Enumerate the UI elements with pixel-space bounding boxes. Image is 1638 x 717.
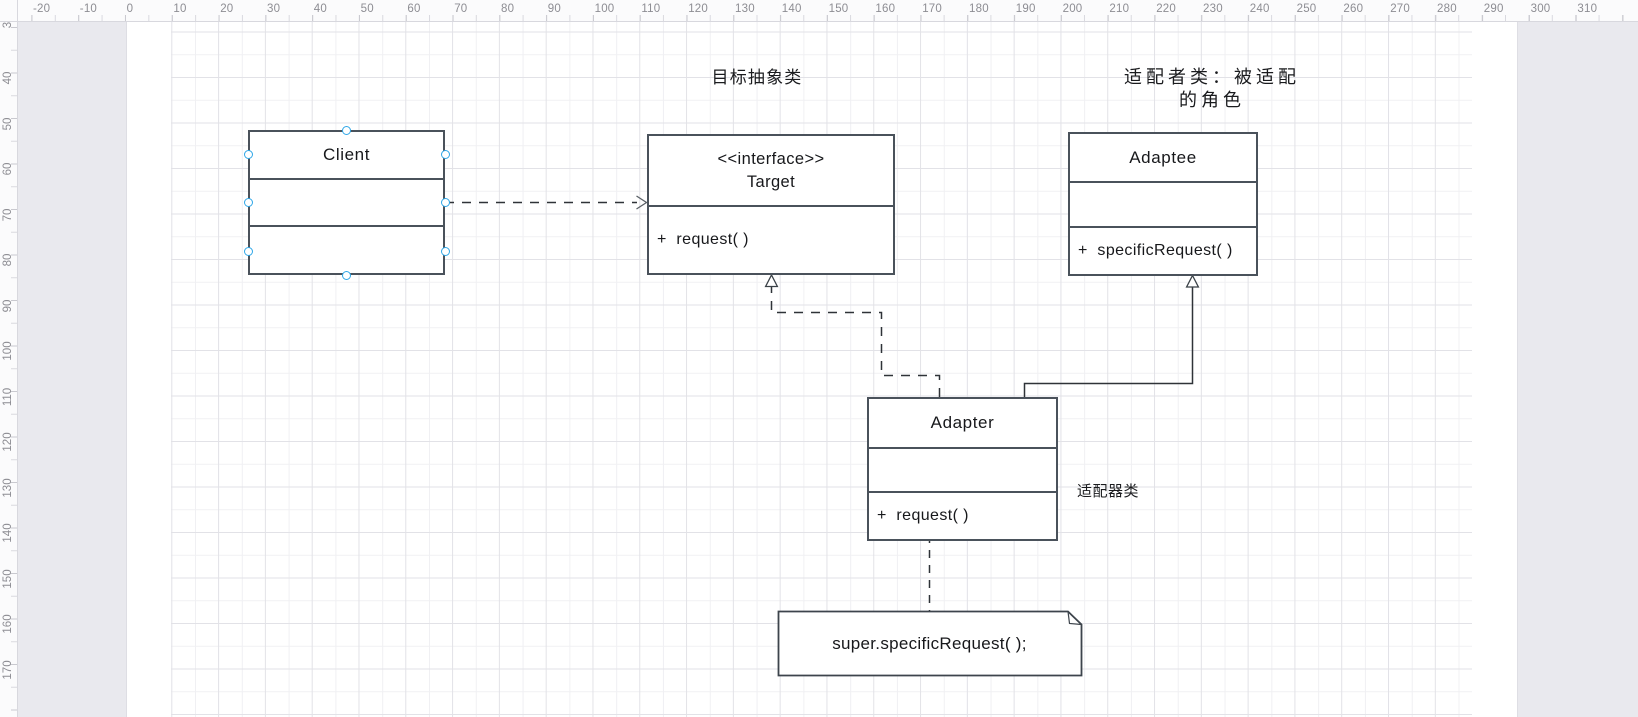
ruler-left-label: 60 xyxy=(2,162,14,176)
ruler-top-label: 310 xyxy=(1577,3,1598,15)
ruler-top-label: 0 xyxy=(126,3,134,15)
ruler-left-label: 3 xyxy=(2,22,14,29)
methods-compartment: + specificRequest( ) xyxy=(1070,226,1256,274)
ruler-top-label: 180 xyxy=(969,3,989,15)
ruler-top-label: 70 xyxy=(454,3,468,15)
ruler-top-label: 190 xyxy=(1015,3,1036,15)
class-target[interactable]: <<interface>> Target + request( ) xyxy=(647,134,895,275)
ruler-left-label: 130 xyxy=(2,477,14,498)
ruler-left-label: 100 xyxy=(2,341,14,361)
ruler-top-label: 220 xyxy=(1156,3,1176,15)
note-text[interactable]: super.specificRequest( ); xyxy=(832,633,1027,653)
class-name: Adaptee xyxy=(1129,147,1197,167)
selection-handle[interactable] xyxy=(243,198,253,207)
selection-handle[interactable] xyxy=(440,149,450,159)
ruler-top-label: -20 xyxy=(33,3,51,15)
ruler-top-label: -10 xyxy=(79,3,98,15)
ruler-top-label: 270 xyxy=(1390,3,1410,15)
ruler-top-label: 300 xyxy=(1530,3,1551,15)
class-name: Client xyxy=(322,144,371,164)
note-fold-icon xyxy=(1067,611,1082,626)
ruler-top-label: 150 xyxy=(828,3,849,15)
class-adaptee[interactable]: Adaptee + specificRequest( ) xyxy=(1068,132,1258,276)
ruler-top-label: 50 xyxy=(360,3,374,15)
ruler-top-label: 140 xyxy=(781,3,802,15)
offpage-area-right xyxy=(1517,22,1638,717)
ruler-top-label: 290 xyxy=(1483,3,1504,15)
ruler-top-label: 20 xyxy=(220,3,234,15)
ruler-top: -20 -10 0 10 20 30 40 50 60 70 80 90 100 110 120 130 140… xyxy=(18,0,1638,22)
ruler-corner xyxy=(0,0,18,22)
selection-handle[interactable] xyxy=(342,125,351,135)
ruler-left-label: 150 xyxy=(2,568,14,589)
offpage-area-left xyxy=(18,22,127,717)
ruler-top-label: 110 xyxy=(641,3,661,15)
ruler-top-label: 230 xyxy=(1203,3,1223,15)
attributes-compartment xyxy=(1070,181,1256,226)
ruler-left-label: 160 xyxy=(2,614,14,634)
ruler-top-label: 210 xyxy=(1109,3,1130,15)
ruler-top-label: 60 xyxy=(407,3,421,15)
selection-handle[interactable] xyxy=(342,270,351,280)
ruler-top-label: 90 xyxy=(547,3,561,15)
ruler-left: 3 40 50 60 70 80 90 100 110 120 130 140 150 160 170 xyxy=(0,22,18,717)
method-label: + request( ) xyxy=(877,507,969,524)
ruler-left-label: 70 xyxy=(2,208,14,221)
ruler-top-label: 30 xyxy=(267,3,281,15)
methods-compartment: + request( ) xyxy=(649,205,893,273)
ruler-top-ticks xyxy=(18,15,1638,21)
ruler-top-label: 120 xyxy=(688,3,708,15)
methods-compartment xyxy=(250,225,443,273)
annotation-adaptee[interactable]: 适配者类：被适配 的角色 xyxy=(1102,66,1322,112)
ruler-top-label: 160 xyxy=(875,3,896,15)
ruler-top-label: 170 xyxy=(922,3,942,15)
ruler-top-label: 280 xyxy=(1437,3,1457,15)
triangle-arrowhead-icon xyxy=(1185,274,1200,288)
method-label: + specificRequest( ) xyxy=(1078,242,1233,259)
attributes-compartment xyxy=(250,177,443,226)
selection-handle[interactable] xyxy=(243,149,253,159)
connector-layer xyxy=(445,195,1200,677)
ruler-top-label: 250 xyxy=(1296,3,1317,15)
ruler-left-label: 110 xyxy=(2,387,14,406)
ruler-top-label: 130 xyxy=(735,3,755,15)
method-label: + request( ) xyxy=(657,231,749,248)
drawing-canvas[interactable]: Client <<interface>> Target + request( )… xyxy=(18,22,1638,717)
ruler-top-label: 240 xyxy=(1249,3,1270,15)
class-client[interactable]: Client xyxy=(248,130,445,275)
annotation-adapter[interactable]: 适配器类 xyxy=(1077,483,1140,500)
class-stereotype: <<interface>> xyxy=(717,149,825,168)
ruler-left-label: 40 xyxy=(2,71,14,85)
ruler-top-label: 200 xyxy=(1062,3,1083,15)
ruler-left-label: 140 xyxy=(2,523,14,543)
class-adapter[interactable]: Adapter + request( ) xyxy=(867,397,1058,541)
annotation-adaptee-line1: 适配者类：被适配 xyxy=(1124,67,1300,87)
annotation-target[interactable]: 目标抽象类 xyxy=(711,68,803,87)
note-shape[interactable] xyxy=(777,610,1083,677)
triangle-arrowhead-icon xyxy=(764,273,779,288)
ruler-top-label: 80 xyxy=(501,3,515,15)
methods-compartment: + request( ) xyxy=(869,491,1056,539)
selection-handle[interactable] xyxy=(243,246,253,256)
selection-handle[interactable] xyxy=(440,198,450,207)
annotation-adaptee-line2: 的角色 xyxy=(1179,90,1245,110)
selection-handle[interactable] xyxy=(440,246,450,256)
realization-connector[interactable] xyxy=(770,287,941,397)
ruler-left-label: 120 xyxy=(2,432,14,452)
ruler-left-label: 90 xyxy=(2,299,14,312)
ruler-top-label: 260 xyxy=(1343,3,1364,15)
attributes-compartment xyxy=(869,447,1056,491)
class-name: Adapter xyxy=(930,413,995,432)
ruler-left-label: 80 xyxy=(2,253,14,267)
ruler-left-label: 50 xyxy=(2,117,14,130)
ruler-top-label: 100 xyxy=(594,3,615,15)
ruler-top-label: 10 xyxy=(173,3,187,15)
class-name: Target xyxy=(746,172,796,191)
ruler-left-label: 170 xyxy=(2,659,14,680)
generalization-connector[interactable] xyxy=(1023,287,1194,398)
open-arrowhead-icon xyxy=(636,195,648,210)
ruler-left-ticks xyxy=(11,22,17,717)
ruler-top-label: 40 xyxy=(313,3,327,15)
